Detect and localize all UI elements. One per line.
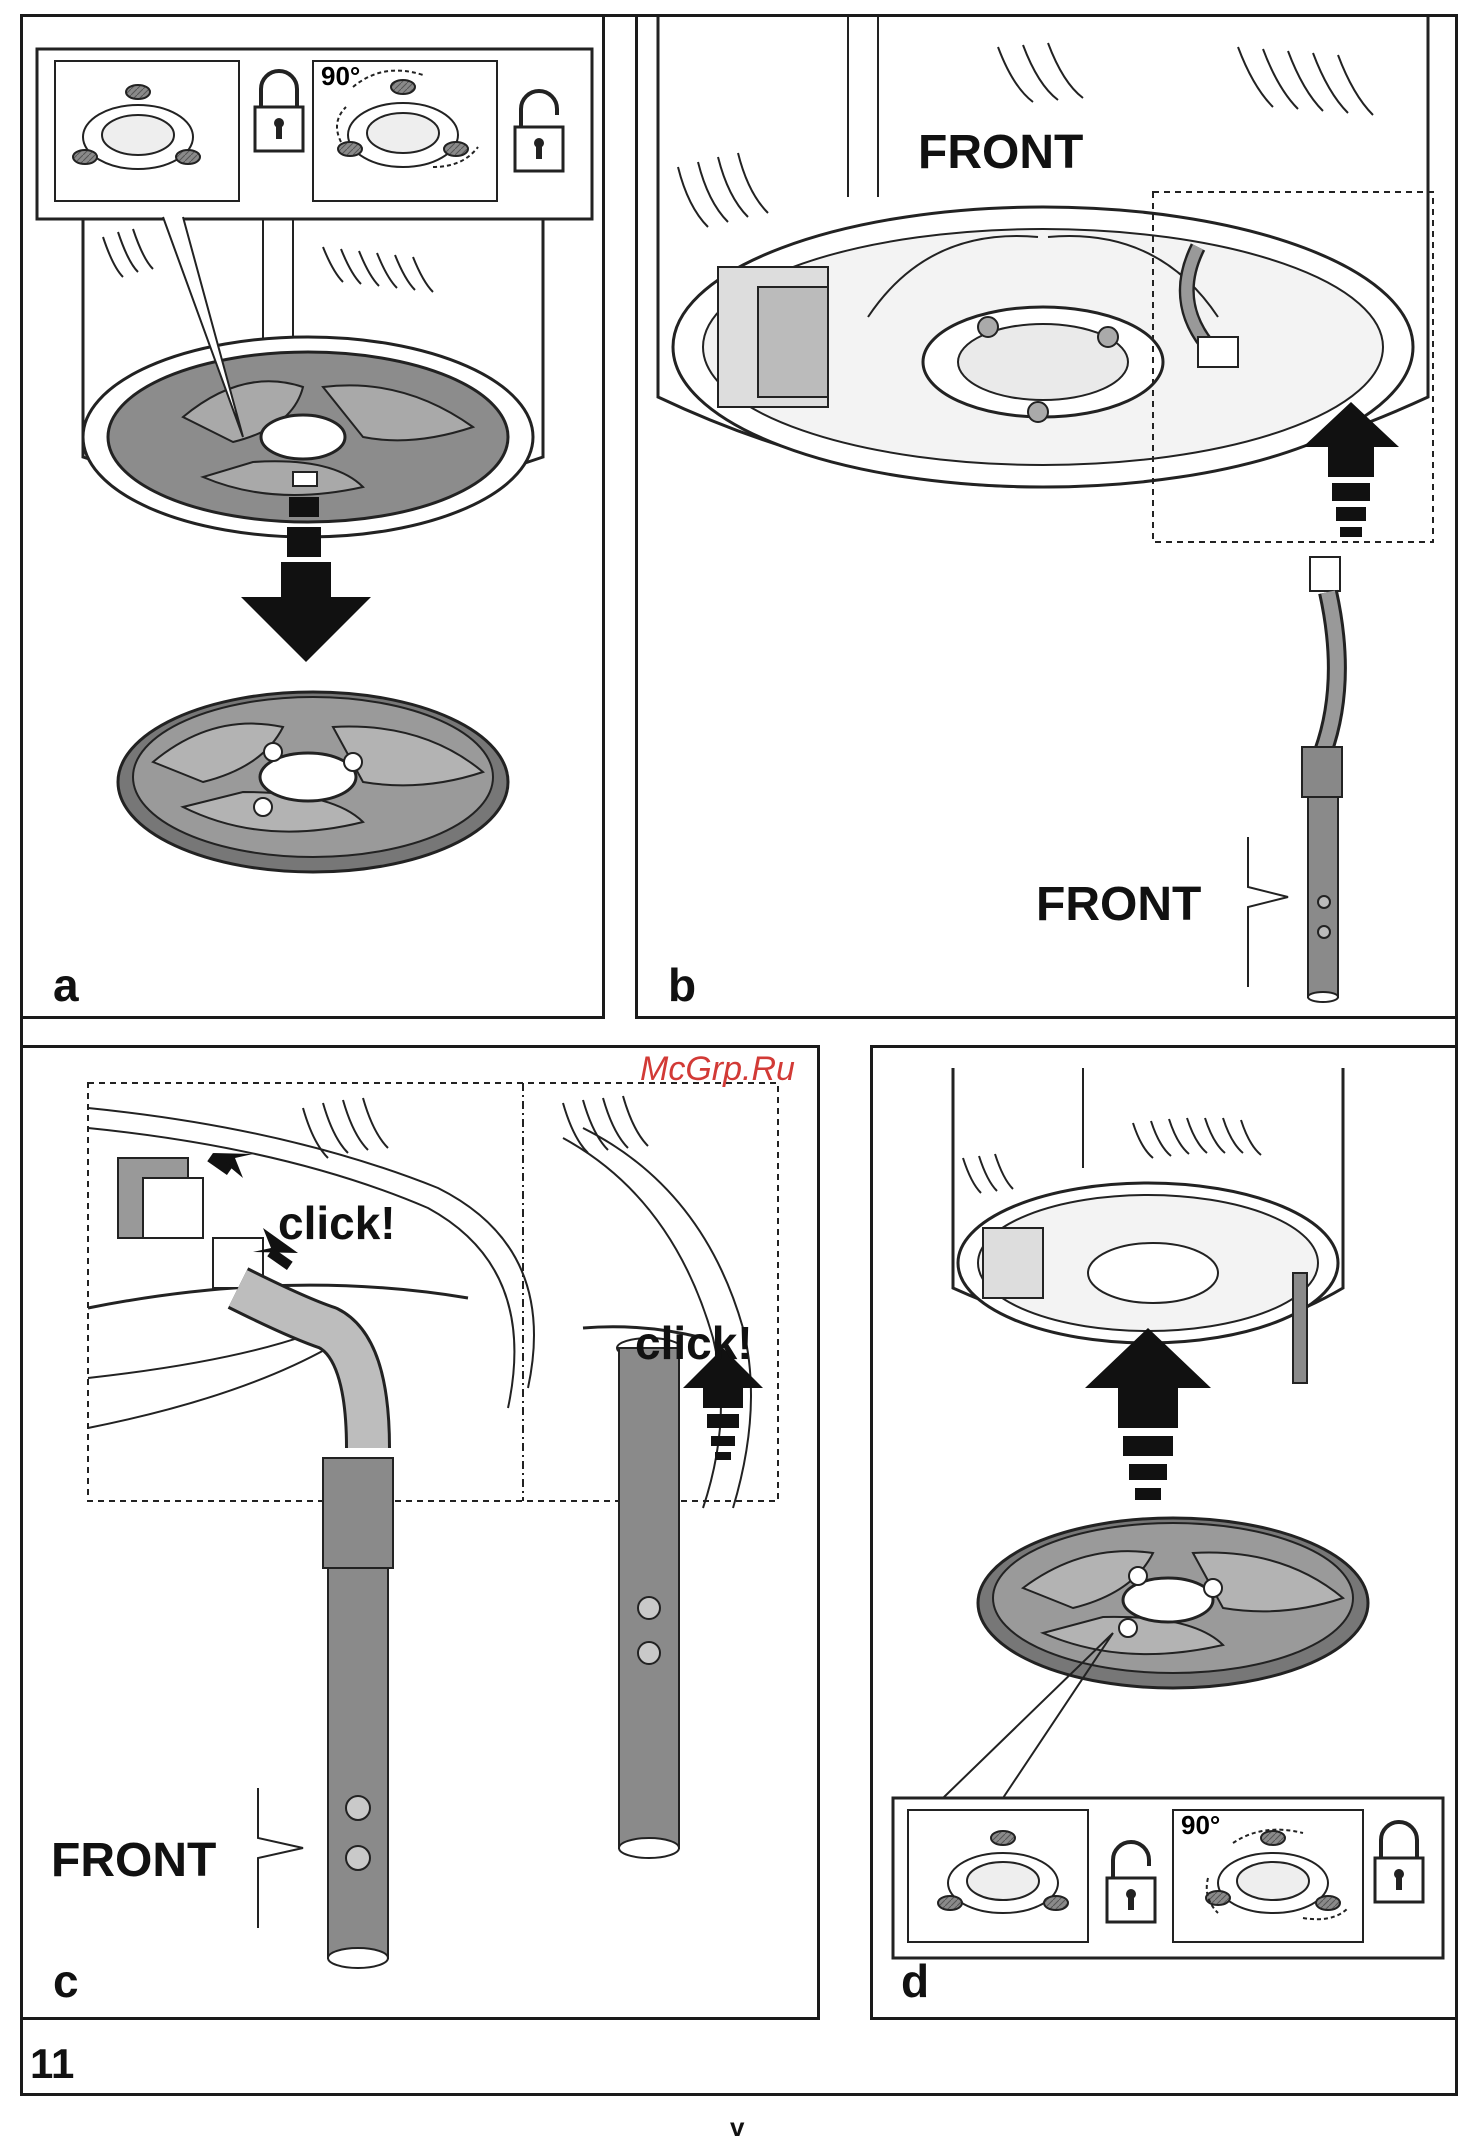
panel-c-click-right: click! — [635, 1316, 753, 1370]
panel-c-click-left: click! — [278, 1196, 396, 1250]
figure-number: 11 — [30, 2040, 74, 2088]
page-mark: v — [730, 2112, 744, 2143]
panel-b-label: b — [668, 962, 696, 1008]
panel-b: FRONT FRONT b — [635, 14, 1458, 1019]
panel-d: 90° d — [870, 1045, 1458, 2020]
panel-c: click! click! FRONT c — [20, 1045, 820, 2020]
panel-c-label: c — [53, 1958, 79, 2004]
panel-a-angle-label: 90° — [321, 61, 360, 91]
panel-c-front-label: FRONT — [51, 1833, 216, 1888]
panel-b-front-label-side: FRONT — [1036, 877, 1201, 932]
panel-a: 90° a — [20, 14, 605, 1019]
panel-d-label: d — [901, 1958, 929, 2004]
panel-b-front-label-top: FRONT — [918, 125, 1083, 180]
panel-d-angle-label: 90° — [1181, 1810, 1220, 1840]
panel-a-label: a — [53, 962, 79, 1008]
watermark: McGrp.Ru — [640, 1050, 795, 1089]
panel-d-illustration: 90° — [873, 1048, 1458, 2020]
panel-a-illustration: 90° — [23, 17, 605, 1019]
